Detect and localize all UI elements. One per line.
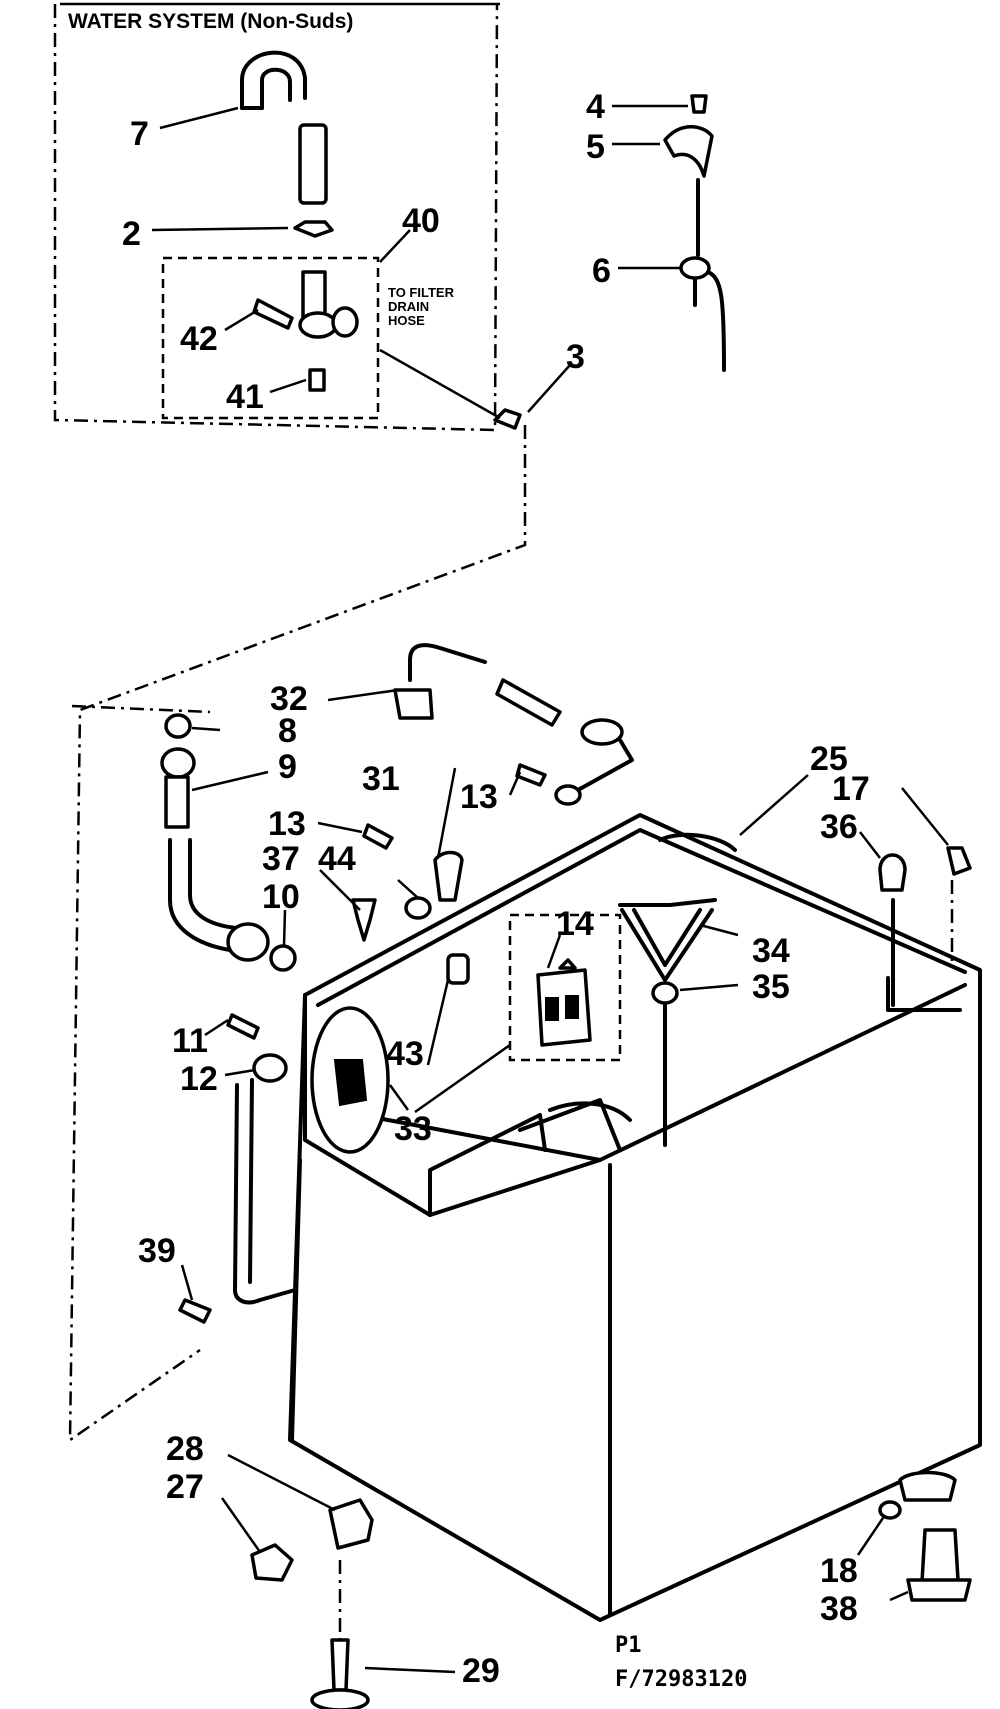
callout-14: 14 xyxy=(556,905,594,943)
washer-cabinet xyxy=(233,813,982,1622)
connector-part xyxy=(252,270,359,392)
callout-34: 34 xyxy=(752,932,790,970)
callout-5: 5 xyxy=(586,128,605,166)
callout-4: 4 xyxy=(586,88,605,126)
callout-43: 43 xyxy=(386,1035,424,1073)
callout-12: 12 xyxy=(180,1060,218,1098)
callout-25: 25 xyxy=(810,740,848,778)
hose-connector-box xyxy=(161,256,380,420)
callout-41: 41 xyxy=(226,378,264,416)
callout-33: 33 xyxy=(394,1110,432,1148)
callout-numbers: 7 2 40 42 41 4 5 6 3 32 8 9 13 31 13 25 … xyxy=(122,88,870,1690)
hose-hanger-group xyxy=(612,94,726,372)
water-system-inset: WATER SYSTEM (Non-Suds) TO FILTER DRAIN … xyxy=(53,2,500,432)
callout-7: 7 xyxy=(130,115,149,153)
page-code: P1 xyxy=(615,1633,642,1658)
callout-40: 40 xyxy=(402,202,440,240)
callout-8: 8 xyxy=(278,712,297,750)
leader-lines xyxy=(180,688,949,1674)
callout-9: 9 xyxy=(278,748,297,786)
callout-32: 32 xyxy=(270,680,308,718)
callout-42: 42 xyxy=(180,320,218,358)
figure-code: F/72983120 xyxy=(615,1667,747,1692)
left-hose-group xyxy=(160,713,297,972)
callout-6: 6 xyxy=(592,252,611,290)
dash-connection-lines xyxy=(68,348,571,1443)
feet-group xyxy=(250,1470,972,1709)
callout-13-right: 13 xyxy=(460,778,498,816)
callout-28: 28 xyxy=(166,1430,204,1468)
note-line2: DRAIN xyxy=(388,299,429,314)
callout-10: 10 xyxy=(262,878,300,916)
callout-38: 38 xyxy=(820,1590,858,1628)
callout-13-left: 13 xyxy=(268,805,306,843)
note-line3: HOSE xyxy=(388,313,425,328)
callout-44: 44 xyxy=(318,840,356,878)
callout-31: 31 xyxy=(362,760,400,798)
hose-hook-part xyxy=(240,50,328,205)
callout-29: 29 xyxy=(462,1652,500,1690)
fill-hose-group xyxy=(393,643,634,806)
callout-35: 35 xyxy=(752,968,790,1006)
callout-37: 37 xyxy=(262,840,300,878)
callout-39: 39 xyxy=(138,1232,176,1270)
callout-2: 2 xyxy=(122,215,141,253)
note-line1: TO FILTER xyxy=(388,285,455,300)
callout-18: 18 xyxy=(820,1552,858,1590)
callout-27: 27 xyxy=(166,1468,204,1506)
callout-36: 36 xyxy=(820,808,858,846)
callout-11: 11 xyxy=(172,1022,208,1060)
callout-3: 3 xyxy=(566,338,585,376)
inset-title: WATER SYSTEM (Non-Suds) xyxy=(68,10,353,33)
control-box-part xyxy=(508,913,622,1062)
clamp-part xyxy=(293,220,334,238)
callout-17: 17 xyxy=(832,770,870,808)
